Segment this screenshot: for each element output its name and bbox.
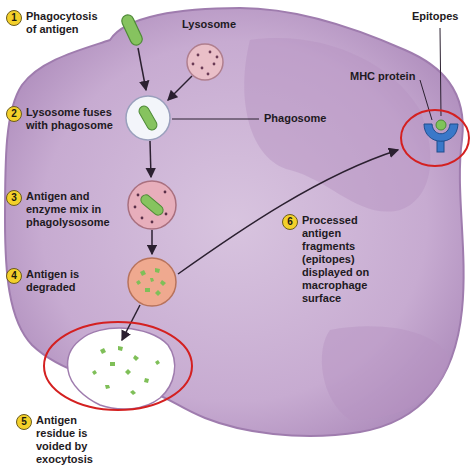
step-description: Phagocytosis of antigen: [26, 10, 110, 36]
step-callout: 5Antigen residue is voided by exocytosis: [16, 414, 108, 466]
cytoplasm-shade: [244, 38, 430, 212]
degraded-antigen: [128, 258, 176, 306]
step-callout: 1Phagocytosis of antigen: [6, 10, 110, 36]
step-callout: 3Antigen and enzyme mix in phagolysosome: [6, 190, 120, 229]
process-arrows: [122, 48, 398, 340]
macrophage-cell: [5, 8, 464, 436]
callout-number: 4: [6, 268, 22, 284]
step-callout: 2Lysosome fuses with phagosome: [6, 106, 120, 132]
callout-number: 2: [6, 106, 22, 122]
step-description: Antigen is degraded: [26, 268, 120, 294]
lysosome: [187, 44, 223, 80]
phagosome: [126, 96, 170, 140]
step-description: Processed antigen fragments (epitopes) d…: [302, 214, 392, 305]
highlight-ellipses: [44, 110, 469, 410]
step-callout: 6Processed antigen fragments (epitopes) …: [282, 214, 392, 305]
part-label: Epitopes: [412, 10, 458, 23]
part-label: MHC protein: [350, 70, 415, 83]
part-label: Phagosome: [264, 112, 326, 125]
callout-number: 5: [16, 414, 32, 430]
step-callout: 4Antigen is degraded: [6, 268, 120, 294]
antigen-bacterium: [120, 13, 144, 47]
cytoplasm-shade: [322, 326, 450, 420]
step-description: Antigen and enzyme mix in phagolysosome: [26, 190, 120, 229]
callout-number: 6: [282, 214, 298, 230]
mhc-protein: [424, 120, 458, 152]
callout-number: 3: [6, 190, 22, 206]
step-description: Lysosome fuses with phagosome: [26, 106, 120, 132]
callout-number: 1: [6, 10, 22, 26]
exocytosis-pocket: [68, 328, 175, 409]
part-label: Lysosome: [182, 18, 236, 31]
leader-lines: [172, 28, 441, 120]
step-description: Antigen residue is voided by exocytosis: [36, 414, 108, 466]
phagolysosome: [128, 181, 176, 229]
